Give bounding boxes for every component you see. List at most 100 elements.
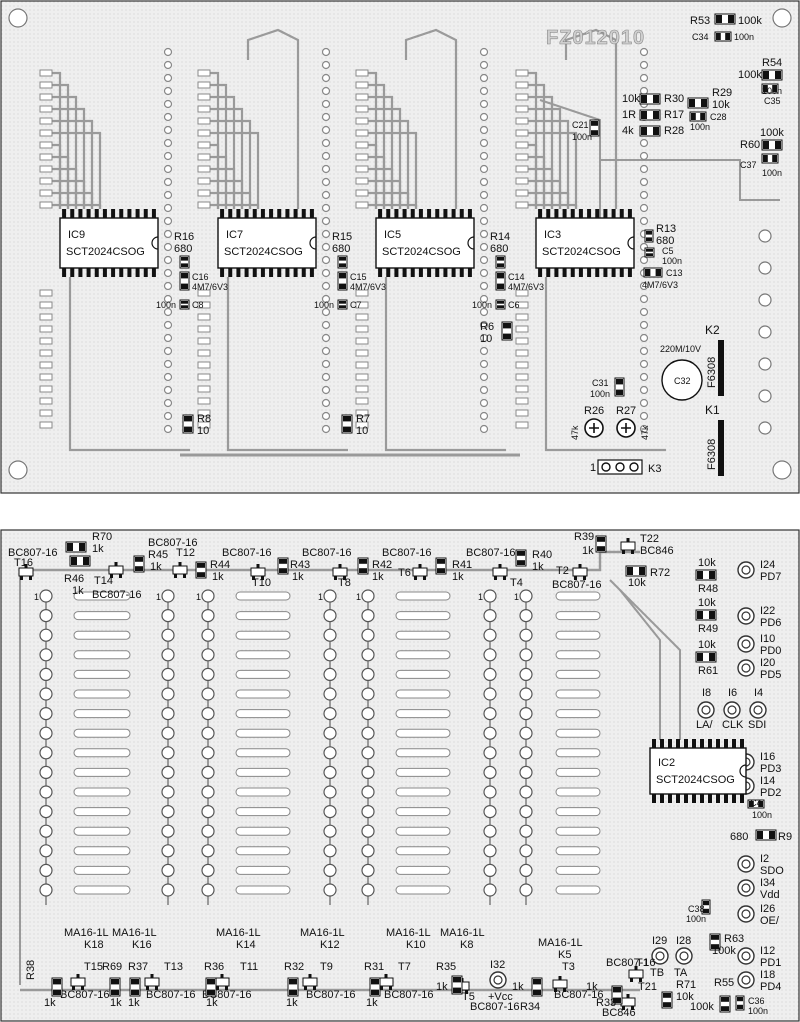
resistor-r43-pad-a [279,559,287,564]
edge-pad [197,69,211,77]
slot-pad [395,885,451,895]
display-pad [323,883,337,897]
slot-pad [73,728,131,738]
display-pad [161,785,175,799]
cap-c38-pad-a [703,901,709,906]
display-pad [201,804,215,819]
resistor-r9 [755,829,777,841]
edge-pad [39,397,53,405]
ic-bottom-ic2-pin-top [708,739,712,748]
resistor-ref-r38: R38 [25,960,37,980]
display-pad [161,667,175,682]
display-pad [361,687,375,701]
resistor-value-r61: 10k [698,639,716,651]
ic-bottom-ic2-pin-top [716,739,720,748]
via [479,242,489,252]
cap-value-c6: 100n [472,300,492,310]
transistor-t8 [332,564,348,580]
resistor-r37-pad-a [131,979,139,985]
edge-pad [197,165,211,173]
display-pad [201,687,215,701]
resistor-r6-pad-b [503,333,511,339]
transistor-t4 [492,564,508,580]
resistor-r31 [369,977,381,997]
via [479,268,489,278]
resistor-value-r33: 1k [586,981,598,993]
via [321,86,331,96]
ic-top-ic3-pin-top [554,209,559,218]
testpoint-name-i10: PD0 [760,645,781,657]
resistor-r60 [761,139,783,151]
resistor-r69 [109,977,121,997]
ic-top-ic9-body [59,217,159,269]
resistor-r14-outline [495,255,506,269]
point-ref-i32: I32 [490,959,505,971]
display-pad [361,589,375,603]
ic-top-ic9-pin-bottom [102,268,107,277]
mount-hole-top-left [8,8,28,28]
slot-pad [555,826,601,836]
transistor-t22-leg-1 [622,550,625,554]
transistor-t13-body [144,977,160,987]
ic-top-ic9-notch [151,236,159,250]
display-pad [361,883,375,897]
slot-pad [235,650,291,660]
display-pad [323,687,337,701]
via [639,307,649,317]
resistor-value-r27: 47k [640,425,650,440]
via [163,424,173,434]
ic-top-ic7-pin-top [220,209,225,218]
ic-bottom-ic2-pin-bottom [708,794,712,803]
slot-pad [395,630,451,640]
via [479,346,489,356]
display-pad [201,844,215,858]
display-part-k10: MA16-1L [386,927,431,939]
resistor-r43 [277,557,289,575]
edge-pad [355,313,369,321]
transistor-ref-t14: T14 [94,575,113,587]
via [479,359,489,369]
edge-pad [39,117,53,125]
resistor-r72 [625,565,647,577]
display-pad [483,667,497,682]
resistor-ref-r45: R45 [148,549,168,561]
ic-top-ic9-pin-bottom [111,268,116,277]
edge-pad [355,117,369,125]
resistor-value-r26: 47k [570,425,580,440]
display-pad [201,589,215,603]
resistor-r35-pad-a [453,977,461,983]
cap-c13-outline [643,267,663,278]
transistor-t22-leg-3 [626,538,630,542]
slot-pad [395,865,451,875]
resistor-r40-pad-a [517,551,525,556]
connector-pad [758,325,772,339]
transistor-part-t12: BC807-16 [148,537,198,549]
resistor-ref-r36: R36 [204,961,224,973]
transistor-t10-leg-1 [252,576,255,580]
cap-c7-outline [337,299,348,310]
ic-top-ic3-pin-bottom [595,268,600,277]
display-pad [483,628,497,642]
connector-ref-k3: K3 [648,463,661,475]
resistor-r46-outline [69,555,91,567]
testpoint-i22-drill [741,611,751,621]
edge-pad [39,313,53,321]
signal-name-i8: LA/ [696,719,713,731]
resistor-value-r30: 10k [622,93,640,105]
trimmer-r26 [584,418,604,438]
edge-pad [39,165,53,173]
transistor-ref-t11: T11 [240,961,258,973]
edge-pad [355,165,369,173]
resistor-r61-pad-a [697,653,703,661]
display-pad [483,824,497,838]
via [321,268,331,278]
display-pad [323,863,337,878]
transistor-t21-leg-3 [626,994,630,998]
resistor-ref-r28: R28 [664,125,684,137]
display-pad [39,628,53,642]
via [639,320,649,330]
resistor-r48-pad-a [697,571,703,579]
cap-c21-outline [589,119,600,137]
resistor-r8-pad-a [184,416,192,422]
slot-pad [235,865,291,875]
